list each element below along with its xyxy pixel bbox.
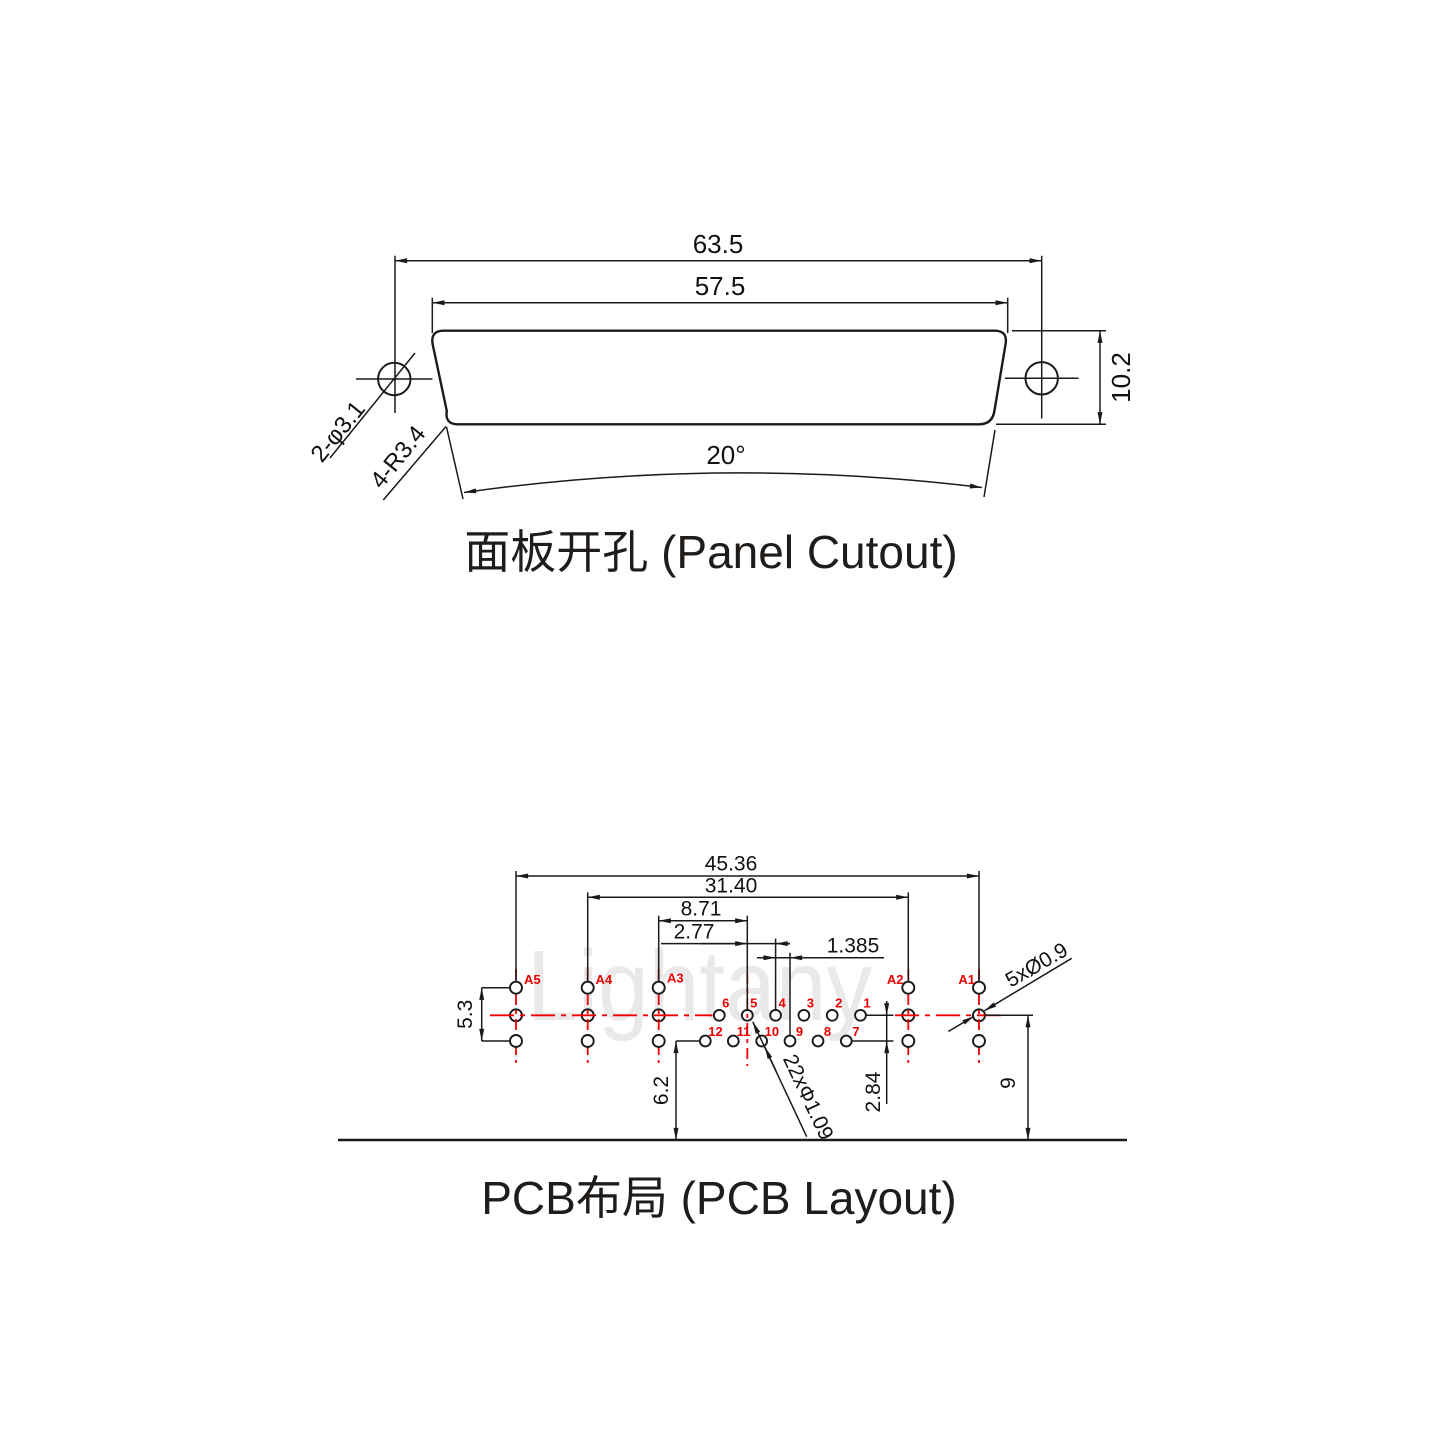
dim-value-row-offset: 2.84: [862, 1071, 885, 1112]
pin-label-11: 11: [737, 1024, 751, 1039]
pin-label-9: 9: [796, 1024, 803, 1039]
coax-outer-holes: [509, 980, 986, 1048]
pin-label-3: 3: [807, 996, 814, 1011]
pin-label-a3: A3: [667, 971, 684, 986]
angle-arc: [463, 472, 983, 494]
panel-cutout-caption: 面板开孔 (Panel Cutout): [464, 526, 957, 578]
dim-value-height: 10.2: [1106, 352, 1136, 403]
pin-label-a5: A5: [524, 972, 541, 987]
pin-label-a4: A4: [596, 972, 613, 987]
panel-cutout-drawing: 63.5 57.5 10.2 2-φ3.1 4-R3.4 20° 面板开孔 (P…: [306, 229, 1136, 578]
dim-value-pitch: 2.77: [674, 921, 715, 944]
dim-value-a3-pin5: 8.71: [681, 898, 722, 921]
dim-value-inner-span: 31.40: [705, 875, 758, 898]
dim-value-half-pitch: 1.385: [827, 935, 880, 958]
mount-hole-right: [1024, 361, 1059, 396]
watermark-text: Lightany: [527, 930, 872, 1042]
dim-value-right-height: 9: [997, 1077, 1020, 1089]
pin-label-a2: A2: [887, 972, 904, 987]
pin-label-a1: A1: [958, 972, 975, 987]
signal-pin-holes: [698, 1008, 867, 1048]
coax-pin-labels: A5 A4 A3 A2 A1: [524, 971, 975, 988]
pin-label-6: 6: [722, 996, 729, 1011]
dim-value-outer-width: 63.5: [693, 229, 744, 259]
pin-label-7: 7: [852, 1024, 859, 1039]
dim-value-coax-vertical: 5.3: [454, 1000, 477, 1029]
dim-value-angle: 20°: [706, 440, 745, 470]
signal-pin-labels-bottom: 12 11 10 9 8 7: [708, 1024, 859, 1039]
dim-value-coax-span: 45.36: [705, 853, 758, 876]
pin-label-1: 1: [863, 996, 870, 1011]
pin-label-8: 8: [824, 1024, 831, 1039]
pin-label-12: 12: [708, 1024, 722, 1039]
label-signal-holes: 22xΦ1.09: [778, 1051, 838, 1144]
dim-value-inner-width: 57.5: [695, 271, 746, 301]
pin-label-2: 2: [835, 996, 842, 1011]
pin-label-4: 4: [778, 996, 786, 1011]
pin-label-5: 5: [750, 996, 757, 1011]
dim-value-left-height: 6.2: [650, 1076, 673, 1105]
pcb-layout-drawing: 45.36 31.40 8.71 2.77 1.385 5.3 6.2 2.84: [338, 853, 1127, 1224]
pcb-layout-caption: PCB布局 (PCB Layout): [481, 1172, 956, 1224]
label-mount-holes: 2-φ3.1: [306, 396, 371, 468]
cutout-outline: [431, 329, 1008, 426]
pin-label-10: 10: [765, 1024, 779, 1039]
mount-hole-left: [377, 361, 412, 397]
signal-pin-labels-top: 6 5 4 3 2 1: [722, 996, 870, 1011]
